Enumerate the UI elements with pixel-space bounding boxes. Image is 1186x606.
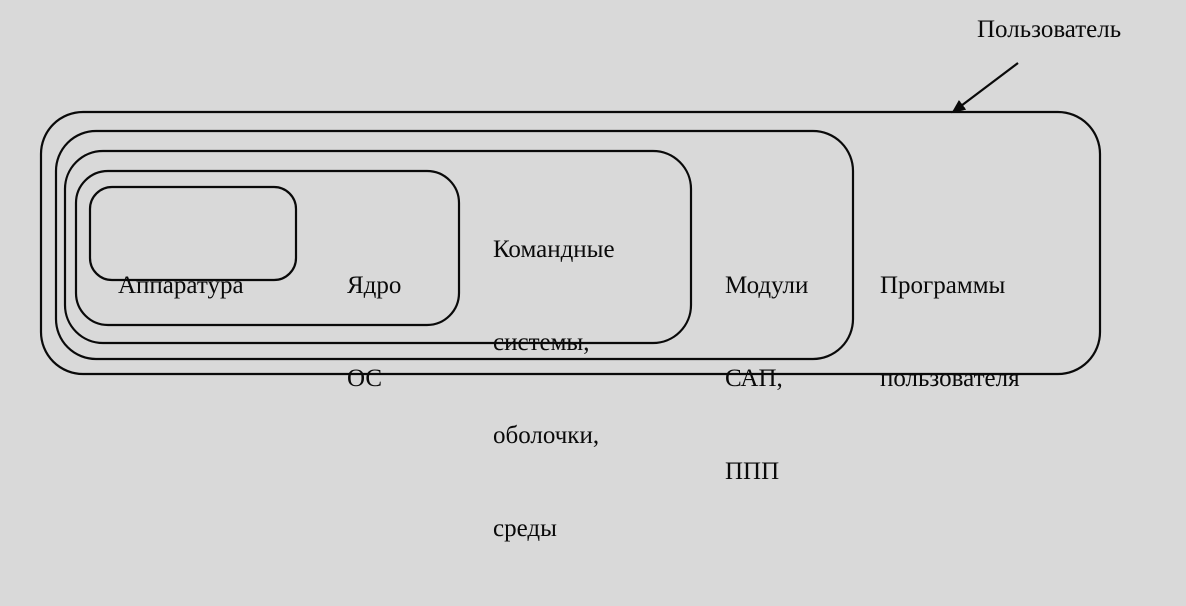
layer-kernel-label: Ядро ОС xyxy=(347,208,401,456)
layer-shells-box xyxy=(63,149,693,345)
layer-modules-label: Модули САП, ППП xyxy=(725,208,808,549)
layer-modules-line: Модули xyxy=(725,272,809,299)
layer-kernel-box xyxy=(74,169,461,327)
layer-shells-line: среды xyxy=(493,515,557,542)
layer-hardware-line: Аппаратура xyxy=(118,272,244,299)
layer-modules-line: ППП xyxy=(725,458,780,485)
layer-shells-line: Командные xyxy=(493,236,615,263)
layer-hardware-box xyxy=(88,185,298,282)
layer-user-programs-line: пользователя xyxy=(880,365,1020,392)
user-label: Пользователь xyxy=(977,16,1122,43)
user-arrow xyxy=(951,62,1019,114)
layer-hardware-label: Аппаратура xyxy=(118,208,244,363)
layer-user-programs-box xyxy=(39,110,1102,376)
layer-shells-line: системы, xyxy=(493,329,590,356)
layer-user-programs-label: Программы пользователя xyxy=(880,208,1020,456)
layer-kernel-line: Ядро xyxy=(347,272,402,299)
os-layers-diagram: Пользователь Аппаратура Ядро ОС Командны… xyxy=(39,16,1122,542)
diagram-canvas xyxy=(39,62,1102,376)
layer-modules-line: САП, xyxy=(725,365,783,392)
layer-user-programs-line: Программы xyxy=(880,272,1006,299)
layer-shells-label: Командные системы, оболочки, среды xyxy=(493,172,615,606)
layer-kernel-line: ОС xyxy=(347,365,383,392)
layer-modules-box xyxy=(54,129,855,361)
layer-shells-line: оболочки, xyxy=(493,422,600,449)
